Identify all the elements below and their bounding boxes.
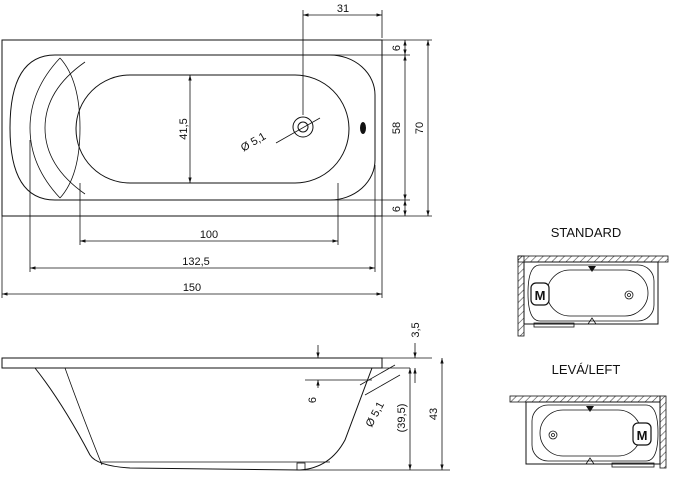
standard-motor-letter: M [535, 288, 546, 303]
rim-top-text: 6 [391, 45, 403, 51]
left-basin [539, 409, 642, 457]
total-length-text: 150 [183, 282, 201, 294]
standard-panel-strip [533, 322, 575, 328]
standard-wall-left [517, 255, 525, 337]
standard-motor-badge [530, 282, 550, 306]
overflow-height-text: 6 [307, 397, 319, 403]
drain-inner-circle [297, 121, 309, 133]
left-motor-letter: M [637, 428, 648, 443]
standard-arrow-top [588, 266, 596, 272]
left-panel-strip [611, 462, 655, 468]
drain-offset-text: 31 [337, 3, 349, 15]
overflow-hole [360, 122, 366, 134]
left-arrow-top [586, 406, 594, 412]
basin-width-text: 41,5 [178, 118, 190, 139]
inner-length-text: 132,5 [182, 256, 210, 268]
left-drain-inner [551, 433, 555, 437]
side-drain-text: Ø 5,1 [364, 400, 387, 429]
side-drain-leader-2 [364, 374, 401, 396]
side-view: 3,5 6 Ø 5,1 (39,5) 43 [1, 322, 450, 471]
standard-drain-inner [627, 293, 631, 297]
tub-inner-edge [9, 54, 376, 201]
standard-arrow-bottom [587, 317, 597, 325]
basin-length-text: 100 [200, 229, 218, 241]
standard-label: STANDARD [551, 225, 622, 240]
outer-width-text: 70 [414, 122, 426, 134]
rim-height-text: 3,5 [410, 322, 422, 337]
top-view: 41,5 Ø 5,1 31 6 58 6 70 100 132,5 150 [1, 3, 432, 298]
left-label: LEVÁ/LEFT [552, 362, 621, 377]
standard-drain-icon [624, 290, 634, 300]
rim-bottom-text: 6 [391, 206, 403, 212]
side-backrest-line [64, 367, 103, 466]
left-wall-right [659, 395, 667, 469]
left-variant: LEVÁ/LEFT M [509, 362, 667, 469]
tub-outer-rim [1, 39, 383, 217]
tub-basin [75, 74, 350, 184]
left-motor-badge [632, 422, 652, 446]
backrest-curve-inner [44, 61, 86, 195]
inner-depth-text: (39,5) [396, 404, 408, 433]
standard-wall-top [517, 255, 669, 263]
side-drain-trap [296, 462, 306, 471]
side-drain-leader-1 [359, 364, 396, 386]
drain-diameter-text: Ø 5,1 [239, 130, 268, 154]
standard-variant: STANDARD M [517, 225, 669, 337]
side-rim [1, 357, 383, 369]
standard-tub-inner [527, 264, 655, 322]
left-wall-top [509, 395, 661, 403]
backrest-curve-outer [29, 57, 61, 199]
drain-outer-circle [292, 116, 314, 138]
left-tub-inner [531, 404, 659, 462]
side-tub-body [34, 367, 373, 471]
standard-basin [546, 269, 649, 317]
backrest-ridge [59, 57, 81, 199]
left-drain-icon [548, 430, 558, 440]
inner-width-text: 58 [391, 122, 403, 134]
drain-leader [275, 117, 321, 144]
left-arrow-bottom [585, 457, 595, 465]
total-depth-text: 43 [428, 408, 440, 420]
